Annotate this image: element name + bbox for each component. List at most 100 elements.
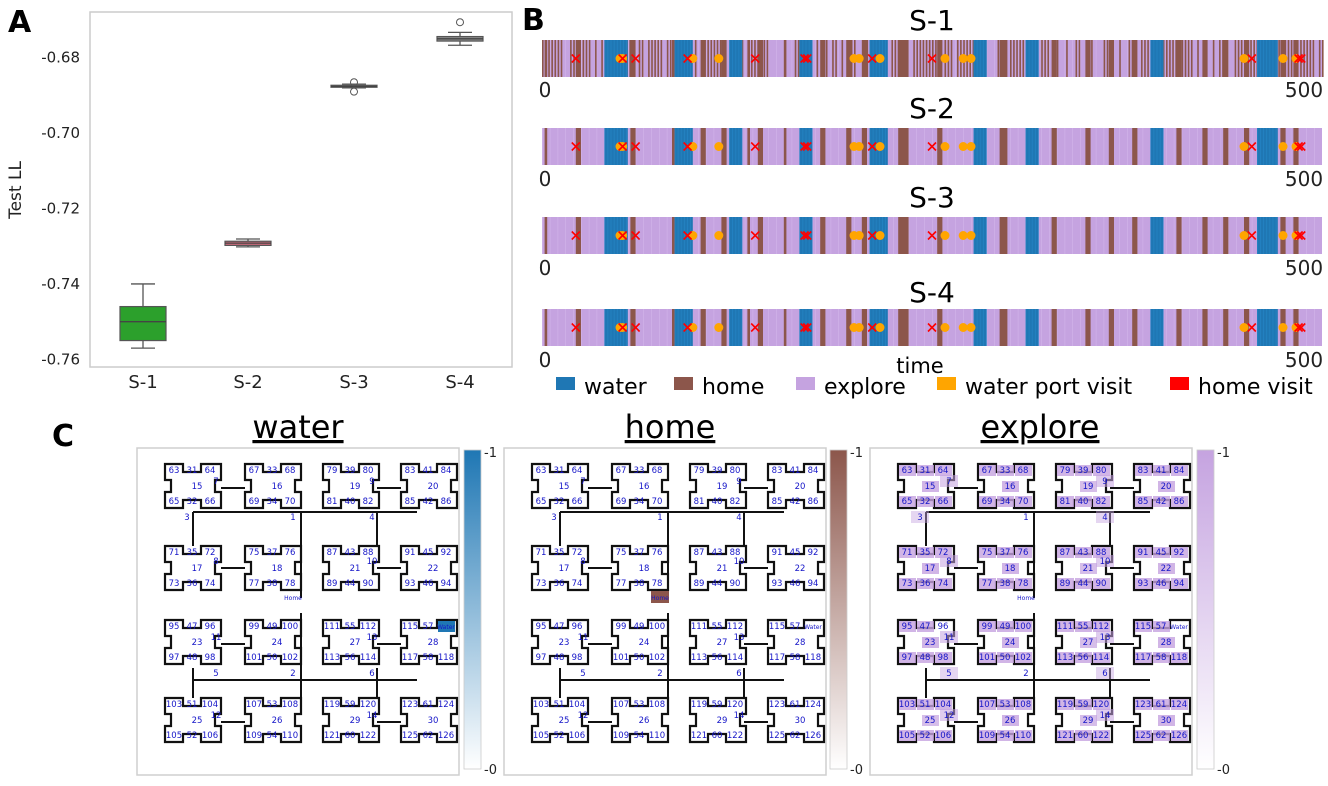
maze-node-fill <box>1135 496 1152 507</box>
explore-texture <box>1142 40 1144 77</box>
maze-node-label: 48 <box>554 653 565 663</box>
water-texture <box>729 128 730 165</box>
water-texture <box>1275 128 1277 165</box>
maze-node-label: 68 <box>652 466 663 476</box>
maze-node-label: 125 <box>1135 731 1151 741</box>
explore-texture <box>1127 217 1128 254</box>
home-visit-marker <box>631 230 641 241</box>
legend-swatch-home <box>674 377 693 390</box>
water-texture <box>613 217 615 254</box>
maze-node-label: 28 <box>795 638 806 648</box>
explore-texture <box>1290 128 1292 165</box>
water-texture <box>1153 217 1155 254</box>
home-visit-marker <box>867 141 877 152</box>
maze-node-label: 90 <box>363 579 374 589</box>
maze-node-label: 64 <box>572 466 583 476</box>
home-visit-marker <box>800 53 810 64</box>
explore-texture <box>565 217 566 254</box>
home-visit-marker <box>1296 322 1306 333</box>
explore-texture <box>744 217 746 254</box>
home-stripe <box>560 40 563 77</box>
water-texture <box>683 309 685 346</box>
explore-texture <box>1166 128 1167 165</box>
maze-node-label: 21 <box>350 564 361 574</box>
home-visit-marker <box>1247 230 1257 241</box>
water-visit-marker <box>854 323 864 332</box>
home-visit-marker <box>750 322 760 333</box>
explore-texture <box>651 217 652 254</box>
explore-texture <box>1228 128 1229 165</box>
water-texture <box>607 309 609 346</box>
home-stripe <box>1044 40 1046 77</box>
colorbar-tick-top: -1 <box>850 446 863 461</box>
home-stripe <box>669 40 672 77</box>
explore-texture <box>791 128 793 165</box>
maze-node-fill <box>1075 621 1092 632</box>
explore-texture <box>1119 128 1120 165</box>
home-stripe <box>1166 40 1168 77</box>
explore-texture <box>838 128 839 165</box>
maze-node-fill <box>1057 578 1074 589</box>
water-texture <box>1162 40 1164 77</box>
maze-node-fill <box>1135 699 1152 710</box>
maze-node-label: 32 <box>920 497 931 507</box>
water-texture <box>1272 40 1274 77</box>
maze-node-label: 7 <box>946 477 951 487</box>
water-texture <box>1028 217 1030 254</box>
explore-texture <box>651 309 652 346</box>
maze-node-label: 14 <box>1100 711 1111 721</box>
maze-node-label: 110 <box>649 731 665 741</box>
explore-texture <box>666 217 668 254</box>
home-visit-marker <box>1296 230 1306 241</box>
maze-node-fill <box>979 465 996 476</box>
maze-node-fill <box>979 652 996 663</box>
home-stripe <box>551 40 553 77</box>
explore-texture <box>815 40 816 77</box>
maze-cluster <box>321 462 381 510</box>
maze-node-fill <box>922 481 939 492</box>
maze-node-label: 59 <box>345 700 356 710</box>
maze-node-label: 5 <box>580 669 585 679</box>
maze-node-label: 12 <box>944 711 955 721</box>
maze-node-label: 34 <box>267 497 278 507</box>
water-texture <box>732 40 734 77</box>
maze-node-label: 76 <box>1018 548 1029 558</box>
water-visit-marker <box>1278 54 1288 63</box>
water-texture <box>982 217 984 254</box>
maze-node-label: 9 <box>1102 477 1107 487</box>
water-visit-marker <box>1239 54 1249 63</box>
explore-texture <box>1314 40 1315 77</box>
maze-node-label: 6 <box>369 669 374 679</box>
maze-node-label: 37 <box>634 548 645 558</box>
explore-texture <box>705 40 707 77</box>
water-texture <box>729 309 730 346</box>
home-segment <box>721 217 727 254</box>
maze-node-label: 24 <box>272 638 283 648</box>
water-visit-marker <box>958 231 968 240</box>
home-segment <box>575 128 581 165</box>
maze-node-label: 60 <box>712 731 723 741</box>
maze-node-label: 6 <box>736 669 741 679</box>
water-texture <box>986 128 987 165</box>
explore-texture <box>596 40 598 77</box>
water-texture <box>808 40 810 77</box>
maze-cluster <box>163 544 223 592</box>
home-stripe <box>573 40 575 77</box>
explore-texture <box>752 128 754 165</box>
explore-texture <box>1041 309 1042 346</box>
explore-texture <box>1290 217 1292 254</box>
maze-node-label: 77 <box>982 579 993 589</box>
water-texture <box>729 217 730 254</box>
explore-texture <box>1017 128 1019 165</box>
maze-node-label: 114 <box>360 653 376 663</box>
water-texture <box>1025 217 1027 254</box>
water-texture <box>604 40 606 77</box>
home-segment <box>575 217 581 254</box>
water-segment <box>674 309 693 346</box>
home-stripe <box>925 40 928 77</box>
home-stripe <box>1022 40 1025 77</box>
maze-node-fill <box>917 699 934 710</box>
water-texture <box>986 40 987 77</box>
